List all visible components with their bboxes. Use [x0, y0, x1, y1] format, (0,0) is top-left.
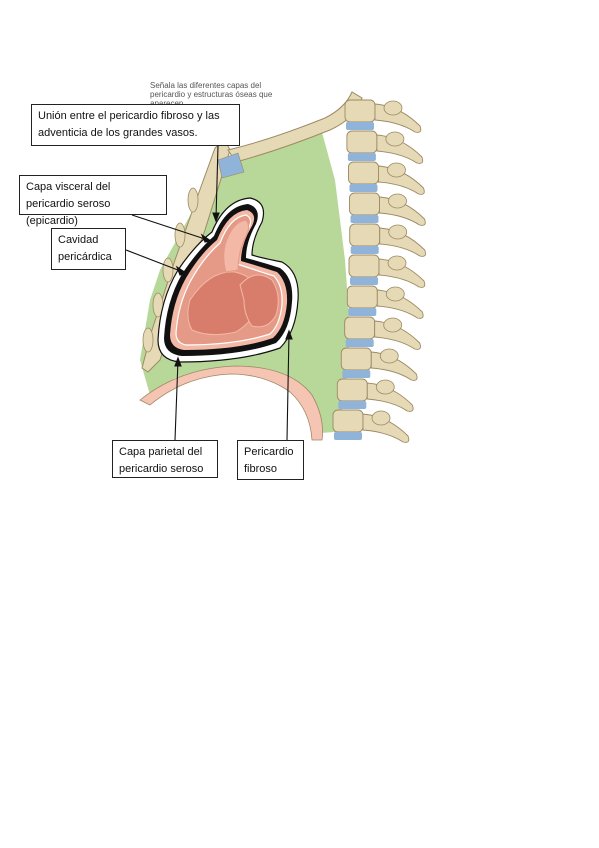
- label-pericardial-cavity: Cavidad pericárdica: [51, 228, 126, 270]
- rib-head: [385, 286, 405, 302]
- arrow-visceral-head: [200, 233, 213, 243]
- rib-segment: [142, 327, 154, 353]
- intervertebral-disc: [350, 215, 379, 223]
- intervertebral-disc: [350, 277, 378, 285]
- vertebral-body: [346, 285, 378, 309]
- intervertebral-disc: [338, 401, 367, 409]
- label-parietal-layer: Capa parietal del pericardio seroso: [112, 440, 218, 478]
- vertebral-body: [332, 409, 364, 433]
- intervertebral-disc: [347, 153, 376, 161]
- great-vessel: [223, 219, 249, 273]
- arrow-union-head: [212, 212, 220, 223]
- rib-head: [387, 162, 406, 178]
- first-rib: [227, 91, 363, 163]
- rib-head: [385, 131, 405, 147]
- intervertebral-disc: [348, 308, 377, 316]
- arrow-cavity-head: [175, 265, 188, 276]
- rib-head: [375, 379, 395, 395]
- intervertebral-disc: [334, 432, 362, 440]
- atrium: [239, 274, 279, 328]
- arrow-fibrous-head: [285, 329, 293, 340]
- label-visceral-layer: Capa visceral del pericardio seroso (epi…: [19, 175, 167, 227]
- arrow-cavity: [125, 249, 184, 273]
- rib-head: [388, 193, 407, 209]
- label-fibrous-pericardium: Pericardio fibroso: [237, 440, 304, 480]
- costal-cartilage: [217, 152, 245, 179]
- rib-head: [387, 255, 407, 271]
- vertebral-body: [346, 130, 378, 154]
- rib-head: [379, 348, 399, 364]
- intervertebral-disc: [346, 122, 374, 130]
- rib-segment: [174, 222, 186, 248]
- vertebral-body: [348, 254, 380, 278]
- vertebral-body: [336, 378, 368, 402]
- vertebral-body: [349, 223, 381, 247]
- vertebral-body: [340, 347, 372, 371]
- vertebral-body: [348, 161, 379, 185]
- intervertebral-disc: [349, 184, 378, 192]
- label-arrows: [125, 145, 293, 441]
- rib-head: [371, 410, 391, 426]
- instruction-text: Señala las diferentes capas del pericard…: [150, 81, 273, 108]
- rib-head: [383, 100, 403, 116]
- arrow-union: [215, 145, 219, 219]
- anterior-ribs: [142, 187, 199, 353]
- arrow-parietal: [174, 359, 179, 441]
- arrow-fibrous: [286, 332, 290, 441]
- arrow-visceral: [131, 214, 209, 241]
- vertebral-body: [349, 192, 380, 216]
- diaphragm: [139, 365, 323, 441]
- intervertebral-disc: [342, 370, 371, 378]
- rib-segment: [162, 257, 174, 283]
- vertebral-column: [332, 99, 426, 443]
- vertebral-body: [344, 316, 376, 340]
- rib-head: [383, 317, 403, 333]
- rib-head: [388, 224, 408, 240]
- vertebral-body: [344, 99, 376, 123]
- intervertebral-disc: [345, 339, 374, 347]
- rib-segment: [187, 187, 199, 213]
- arrow-parietal-head: [174, 356, 182, 367]
- intervertebral-disc: [350, 246, 379, 254]
- label-union-fibrous-adventitia: Unión entre el pericardio fibroso y las …: [31, 104, 240, 146]
